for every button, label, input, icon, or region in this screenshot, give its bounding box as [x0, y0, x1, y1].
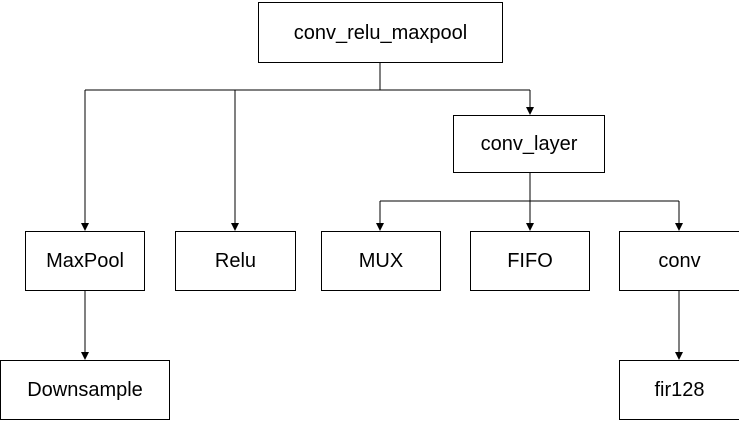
- node-label: conv_relu_maxpool: [293, 21, 468, 44]
- node-label: FIFO: [507, 250, 553, 272]
- node-label: fir128: [654, 379, 705, 401]
- node-label: Relu: [214, 250, 257, 272]
- node-label: MUX: [358, 250, 404, 272]
- node-maxpool: MaxPool: [25, 231, 145, 291]
- node-fifo: FIFO: [470, 231, 590, 291]
- node-conv-relu-maxpool: conv_relu_maxpool: [258, 2, 503, 63]
- node-downsample: Downsample: [0, 360, 170, 420]
- node-conv: conv: [619, 231, 739, 291]
- node-label: Downsample: [27, 379, 143, 401]
- node-label: conv_layer: [480, 133, 578, 155]
- node-relu: Relu: [175, 231, 296, 291]
- node-fir128: fir128: [619, 360, 739, 420]
- node-label: conv: [658, 250, 701, 272]
- node-label: MaxPool: [46, 250, 124, 272]
- node-conv-layer: conv_layer: [453, 115, 605, 173]
- node-mux: MUX: [321, 231, 441, 291]
